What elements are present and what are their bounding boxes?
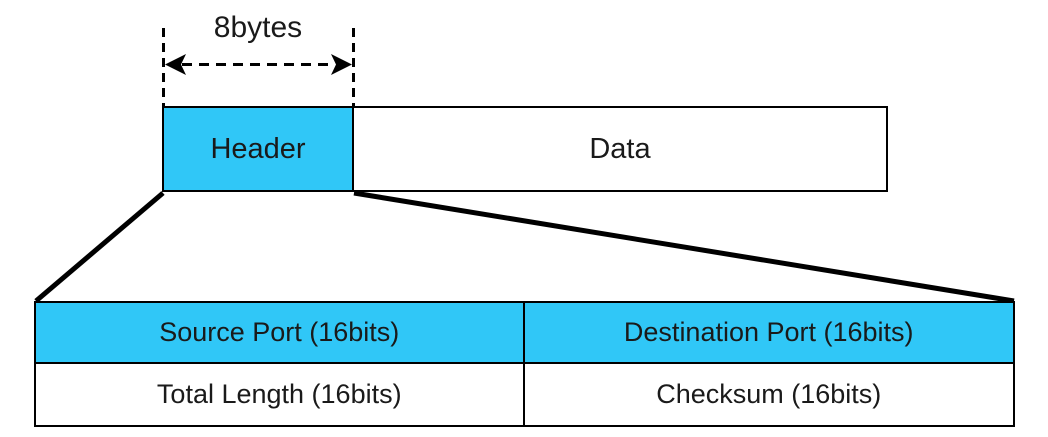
header-fields-table: Source Port (16bits) Destination Port (1… bbox=[34, 301, 1015, 427]
field-checksum: Checksum (16bits) bbox=[656, 379, 882, 409]
zoom-line-left bbox=[34, 191, 165, 303]
field-source-port: Source Port (16bits) bbox=[36, 303, 525, 364]
packet-data-box: Data bbox=[352, 106, 888, 192]
packet-header-box: Header bbox=[162, 106, 354, 192]
width-arrow-head-left bbox=[165, 54, 186, 75]
width-arrow-head-right bbox=[331, 54, 352, 75]
zoom-line-right bbox=[353, 190, 1015, 304]
field-destination-port: Destination Port (16bits) bbox=[524, 303, 1013, 364]
byte-width-label: 8bytes bbox=[213, 11, 303, 44]
field-total-length: Total Length (16bits) bbox=[36, 364, 525, 425]
